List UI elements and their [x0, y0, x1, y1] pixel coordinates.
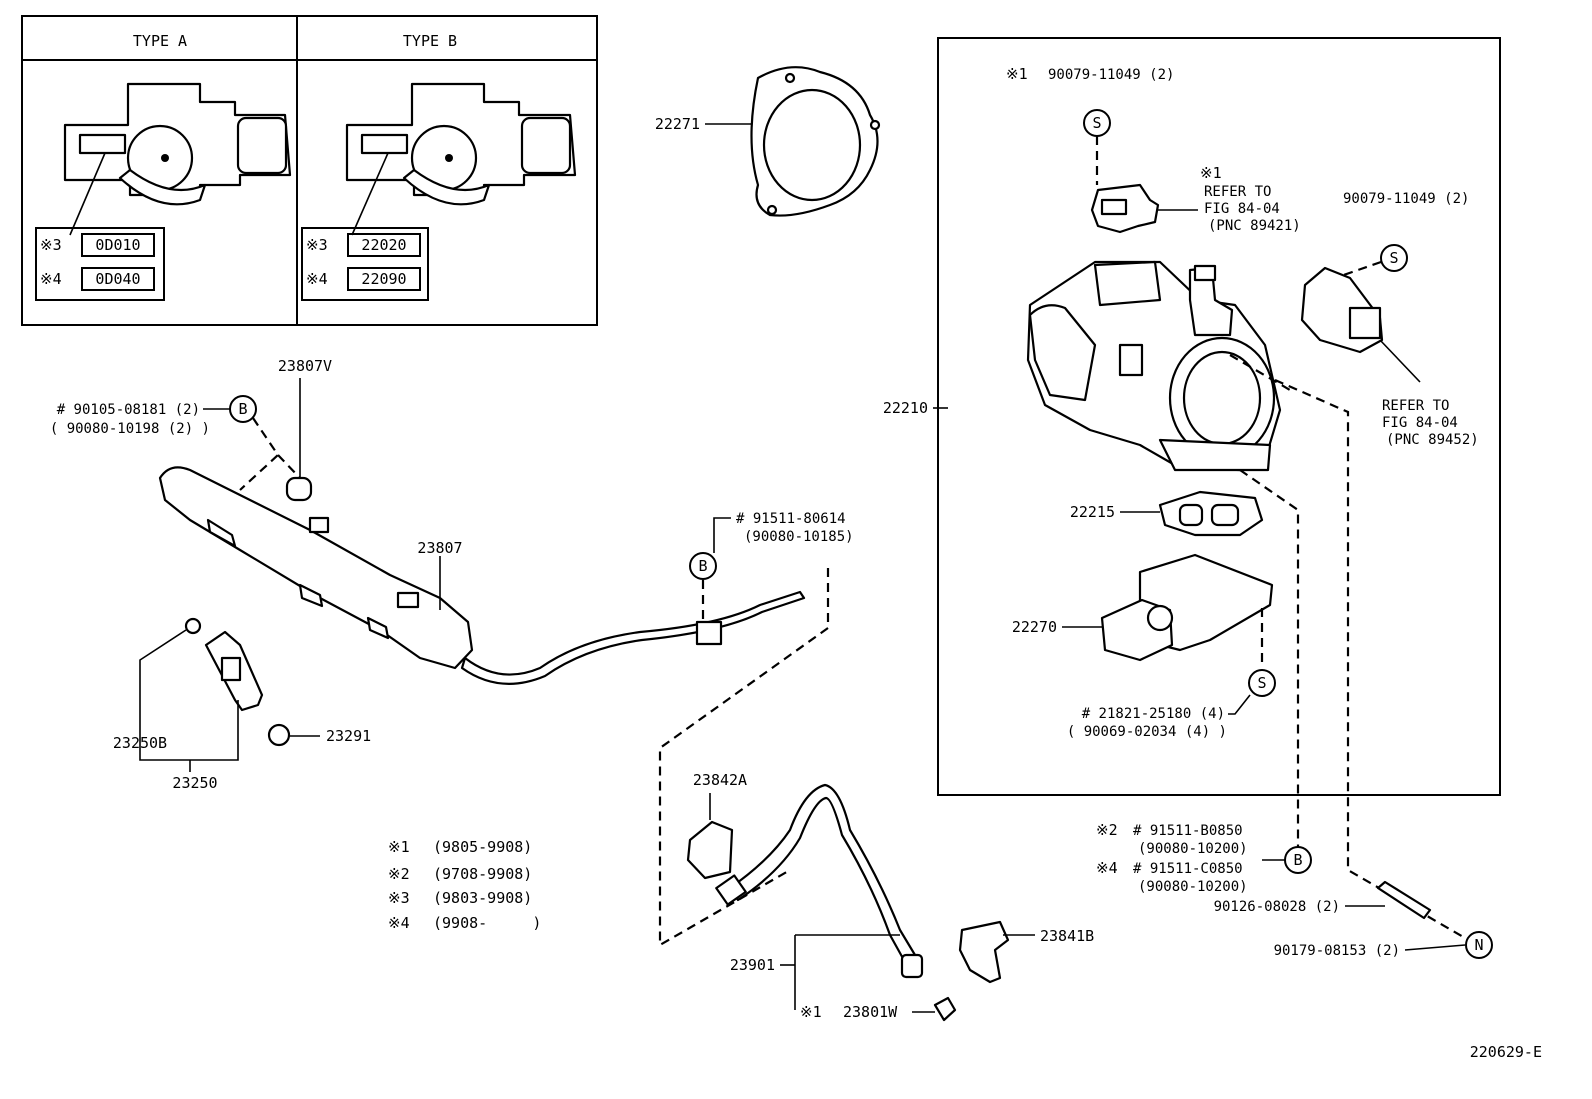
label-23841B: 23841B	[1040, 927, 1094, 945]
gasket-22215	[1158, 490, 1264, 537]
fuel-injector-23250	[204, 630, 264, 712]
symbol-s-sensor2	[1380, 244, 1408, 272]
type-b-code4: 22090	[361, 270, 406, 288]
type-b-code3: 22020	[361, 236, 406, 254]
stud-bolt	[1376, 880, 1432, 920]
symbol-s-sensor1-text: S	[1092, 114, 1101, 132]
symbol-n	[1465, 931, 1493, 959]
throttle-body	[1026, 260, 1282, 472]
bolt4-prefix: ※4	[1096, 859, 1118, 877]
bolt2-1: # 91511-B0850	[1133, 823, 1243, 839]
grommet-23291	[267, 723, 291, 747]
type-b-code4-prefix: ※4	[306, 270, 328, 288]
label-23291: 23291	[326, 727, 371, 745]
throttle-body-frame	[937, 37, 1501, 796]
bolt-b-top-2: ( 90080-10198 (2) )	[50, 421, 210, 437]
sensor2-ref1: REFER TO	[1382, 398, 1449, 414]
type-b-title: TYPE B	[403, 32, 457, 50]
sensor2-screw: 90079-11049 (2)	[1343, 191, 1469, 207]
type-inset: TYPE A TYPE B ※3 0D010 ※4 0D040	[21, 15, 598, 326]
figure-code: 220629-E	[1470, 1043, 1542, 1061]
bolt4-2: (90080-10200)	[1138, 879, 1248, 895]
symbol-b-top-text: B	[238, 400, 247, 418]
symbol-b-top	[229, 395, 257, 423]
legend-range-4: (9908- )	[433, 914, 541, 932]
date-legend: ※1 (9805-9908) ※2 (9708-9908) ※3 (9803-9…	[388, 838, 541, 932]
symbol-b-clamp-text: B	[698, 557, 707, 575]
label-23801W: 23801W	[843, 1003, 898, 1021]
symbol-n-text: N	[1474, 936, 1483, 954]
sensor1-ref3: (PNC 89421)	[1208, 218, 1301, 234]
bracket-23841B	[958, 920, 1010, 984]
label-23901: 23901	[730, 956, 775, 974]
bolt-b-top-1: # 90105-08181 (2)	[57, 402, 200, 418]
sensor2-ref3: (PNC 89452)	[1386, 432, 1479, 448]
type-b-code3-prefix: ※3	[306, 236, 328, 254]
gasket-22271	[750, 66, 881, 217]
clamp-b-2: (90080-10185)	[744, 529, 854, 545]
symbol-s-iac-text: S	[1257, 674, 1266, 692]
legend-mark-4: ※4	[388, 914, 410, 932]
type-b-throttle-illustration	[345, 82, 577, 206]
clamp-23842A	[686, 820, 734, 880]
symbol-s-sensor2-text: S	[1389, 249, 1398, 267]
label-23842A: 23842A	[693, 771, 747, 789]
type-a-code3-prefix: ※3	[40, 236, 62, 254]
type-a-title: TYPE A	[133, 32, 187, 50]
bolt2-prefix: ※2	[1096, 821, 1118, 839]
type-a-code4: 0D040	[95, 270, 140, 288]
legend-mark-2: ※2	[388, 865, 410, 883]
type-a-code4-prefix: ※4	[40, 270, 62, 288]
legend-mark-1: ※1	[388, 838, 410, 856]
type-a-throttle-illustration	[63, 82, 292, 206]
label-23250B: 23250B	[113, 734, 167, 752]
fuel-rail-23807	[158, 466, 474, 670]
label-22271: 22271	[655, 115, 700, 133]
clamp-b-1: # 91511-80614	[736, 511, 846, 527]
legend-range-1: (9805-9908)	[433, 838, 532, 856]
stud-label: 90126-08028 (2)	[1214, 899, 1340, 915]
fuel-hose-23901	[715, 783, 924, 979]
legend-range-2: (9708-9908)	[433, 865, 532, 883]
hose-clip-23801W	[933, 996, 957, 1022]
sensor1-ref1: REFER TO	[1204, 184, 1271, 200]
symbol-s-iac	[1248, 669, 1276, 697]
label-23807V: 23807V	[278, 357, 332, 375]
bolt2-2: (90080-10200)	[1138, 841, 1248, 857]
symbol-b-bolts	[1284, 846, 1312, 874]
sensor1-screw: 90079-11049 (2)	[1048, 67, 1174, 83]
pipe-clamp	[695, 620, 723, 646]
type-a-code3: 0D010	[95, 236, 140, 254]
symbol-b-bolts-text: B	[1293, 851, 1302, 869]
sensor1-ref-prefix: ※1	[1200, 164, 1222, 182]
sensor1-prefix: ※1	[1006, 65, 1028, 83]
pressure-regulator-23807V	[285, 476, 313, 502]
symbol-b-clamp	[689, 552, 717, 580]
label-23807: 23807	[417, 539, 462, 557]
legend-range-3: (9803-9908)	[433, 889, 532, 907]
nut-label: 90179-08153 (2)	[1274, 943, 1400, 959]
iac-valve-22270	[1100, 553, 1274, 662]
label-23250: 23250	[172, 774, 217, 792]
sensor1-ref2: FIG 84-04	[1204, 201, 1280, 217]
sensor2-ref2: FIG 84-04	[1382, 415, 1458, 431]
throttle-position-sensor	[1090, 183, 1160, 234]
label-22270: 22270	[1012, 618, 1057, 636]
label-22210: 22210	[883, 399, 928, 417]
iac-screw-1: # 21821-25180 (4)	[1082, 706, 1225, 722]
label-23801W-prefix: ※1	[800, 1003, 822, 1021]
bolt4-1: # 91511-C0850	[1133, 861, 1243, 877]
label-22215: 22215	[1070, 503, 1115, 521]
idle-sensor	[1300, 266, 1384, 354]
iac-screw-2: ( 90069-02034 (4) )	[1067, 724, 1227, 740]
inset-frame	[21, 15, 598, 326]
legend-mark-3: ※3	[388, 889, 410, 907]
